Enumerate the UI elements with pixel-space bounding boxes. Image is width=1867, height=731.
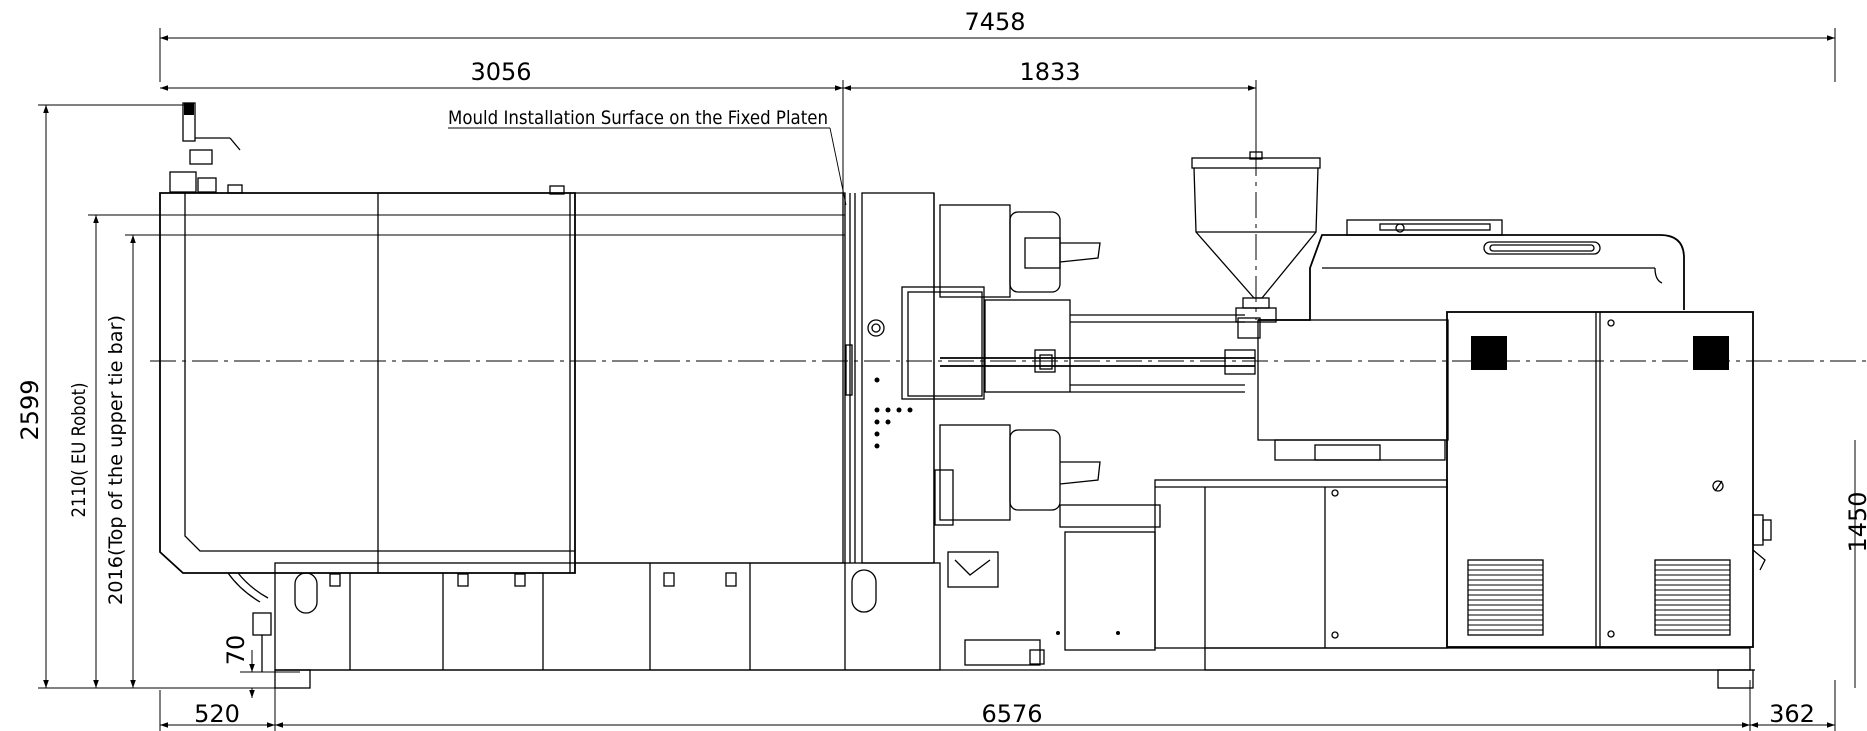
floor-clearance-label: 70 — [222, 635, 250, 666]
rear-offset-label: 362 — [1769, 700, 1815, 728]
injection-carriage — [867, 204, 1261, 666]
dimension-lines — [38, 28, 1856, 731]
base-height-label: 1450 — [1844, 491, 1867, 552]
injection-length-label: 1833 — [1019, 58, 1080, 86]
front-offset-label: 520 — [194, 700, 240, 728]
machine-base — [1056, 479, 1754, 689]
base-length-label: 6576 — [981, 700, 1042, 728]
tie-bar-height-label: 2016(Top of the upper tie bar) — [105, 315, 127, 605]
total-height-label: 2599 — [16, 379, 44, 440]
overall-length-label: 7458 — [964, 8, 1025, 36]
injection-housing — [1257, 219, 1685, 461]
robot-height-label: 2110( EU Robot) — [68, 383, 90, 518]
mould-surface-note: Mould Installation Surface on the Fixed … — [448, 107, 828, 129]
clamp-length-label: 3056 — [470, 58, 531, 86]
electrical-cabinets — [1446, 311, 1772, 648]
hopper — [1191, 151, 1321, 323]
